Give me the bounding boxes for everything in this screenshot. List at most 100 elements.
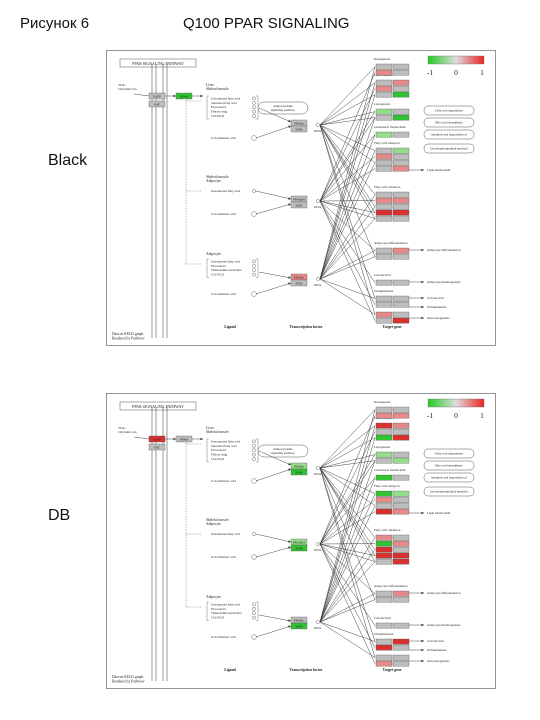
category-label: Fatty acid oxidation	[374, 528, 401, 532]
target-gene-box	[392, 534, 410, 541]
outcome-label: Bile acid biosynthesis	[435, 464, 463, 468]
regulation-line	[319, 168, 376, 202]
gene-label-rxr: RXR	[296, 204, 304, 208]
target-gene-box	[375, 596, 393, 603]
ligand-liver-compound	[252, 457, 256, 461]
target-gene-box	[375, 279, 393, 286]
target-gene-box	[375, 534, 393, 541]
outcome-box	[423, 143, 475, 154]
arrowhead	[421, 639, 424, 643]
regulation-line	[319, 467, 376, 550]
target-gene-box	[375, 165, 393, 172]
regulation-line	[319, 66, 376, 126]
target-gene-box	[375, 63, 393, 70]
arrowhead	[288, 119, 291, 123]
target-gene-box	[392, 159, 410, 166]
dna-node-ppara	[316, 466, 320, 470]
regulation-line	[319, 549, 376, 623]
connector-line	[255, 546, 292, 558]
arrowhead	[200, 437, 203, 441]
regulation-line	[319, 124, 376, 299]
outcome-box	[423, 117, 475, 128]
source-note: Data on KEGG graph	[112, 675, 143, 679]
regulation-line	[319, 66, 376, 280]
retinoic-adipocyte-compound	[251, 634, 257, 640]
dna-label: DNA	[314, 548, 322, 552]
target-gene-box	[392, 301, 410, 308]
regulation-line	[319, 467, 376, 658]
ligand-adipocyte-bracket	[206, 258, 209, 278]
target-gene-box	[392, 502, 410, 509]
adipocytokine-label: Adipocytokine	[273, 447, 293, 451]
target-gene-box	[375, 451, 393, 458]
ligand-liver-compound	[252, 114, 256, 118]
target-gene-box	[375, 147, 393, 154]
pathway-title-box	[119, 58, 197, 68]
target-gene-box	[392, 131, 410, 138]
target-gene-box	[375, 508, 393, 515]
regulation-line	[319, 278, 376, 315]
dna-node-pparg	[316, 277, 320, 281]
ligand-liver-label: 15d-PGJ2	[211, 114, 225, 118]
category-label: Fatty acid transport	[374, 484, 400, 488]
target-gene-box	[375, 490, 393, 497]
ligand-liver-label: Fibrate drug	[211, 453, 228, 457]
retinoic-adipocyte-label: 9-cis-Retinoic acid	[211, 635, 236, 639]
outcome-box	[423, 486, 475, 497]
adipocytokine-box	[257, 444, 309, 458]
ligand-liver-label: Fibrate drug	[211, 110, 228, 114]
ligand-liver-label: Saturated fatty acid	[211, 444, 237, 448]
regulation-line	[319, 124, 376, 207]
legend-tick-label: -1	[427, 411, 433, 420]
target-gene-box	[375, 644, 393, 651]
regulation-line	[319, 278, 376, 299]
connector-line	[255, 468, 292, 482]
ligand-liver-label: Eicosanoid	[211, 105, 226, 109]
figure-label: Рисунок 6	[20, 15, 90, 32]
ligand-muscle-label: Unsaturated fatty acid	[211, 532, 240, 536]
arrowhead	[288, 546, 291, 549]
regulation-line	[319, 454, 376, 545]
target-gene-box	[392, 197, 410, 204]
arrowhead	[421, 591, 424, 595]
target-gene-box	[392, 247, 410, 254]
outcome-box	[423, 448, 475, 459]
outcome-box	[423, 472, 475, 483]
gene-label-pparg: PPARγ	[294, 619, 304, 623]
regulation-line	[319, 477, 376, 545]
regulation-line	[319, 467, 376, 506]
section-label-muscle: Adipocyte	[206, 522, 221, 526]
regulation-line	[319, 437, 376, 623]
ligand-adipocyte-bracket	[206, 601, 209, 621]
ligand-adipocyte-compound	[252, 272, 256, 277]
target-gene-box	[375, 85, 393, 92]
target-gene-box	[392, 279, 410, 286]
gene-box-fat	[148, 100, 166, 108]
target-axis-caption: Target gene	[383, 668, 402, 672]
gene-box-fat	[148, 443, 166, 451]
gene-box-rxr-ppara	[290, 468, 308, 476]
regulation-line	[319, 621, 376, 658]
ligand-liver-label: 15d-PGJ2	[211, 457, 225, 461]
regulation-line	[319, 162, 376, 280]
ligand-muscle-compound	[252, 532, 256, 536]
regulation-line	[319, 543, 376, 594]
target-gene-box	[375, 295, 393, 302]
dna-label: DNA	[314, 283, 322, 287]
target-gene-box	[392, 434, 410, 441]
category-label: Cholesterol metabolism	[374, 468, 406, 472]
target-gene-box	[375, 590, 393, 597]
arrowhead	[421, 168, 424, 172]
target-gene-box	[375, 558, 393, 565]
regulation-line	[319, 134, 376, 280]
outcome-label: Ubiquitination	[427, 305, 447, 309]
target-gene-box	[375, 654, 393, 661]
ligand-liver-compound	[252, 444, 256, 448]
arrowhead	[288, 282, 291, 286]
ligand-axis-caption: Ligand	[224, 325, 236, 329]
arrowhead	[421, 659, 424, 663]
outcome-box	[423, 105, 475, 116]
target-gene-box	[375, 502, 393, 509]
regulation-line	[319, 200, 376, 219]
category-label: Fatty acid transport	[374, 141, 400, 145]
